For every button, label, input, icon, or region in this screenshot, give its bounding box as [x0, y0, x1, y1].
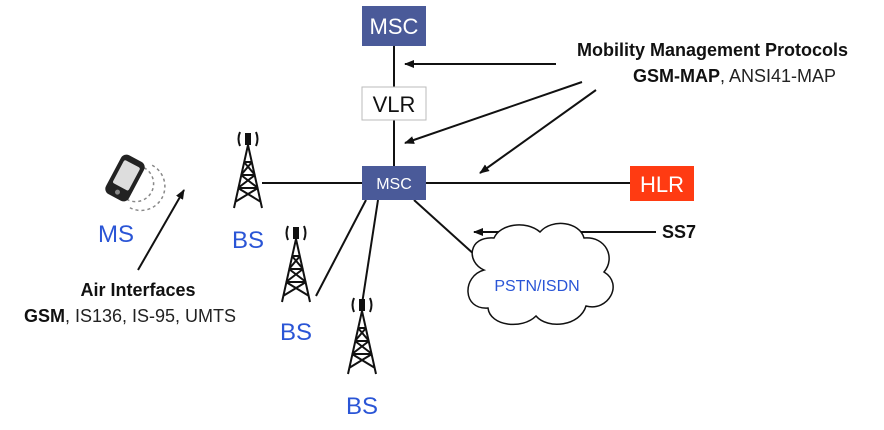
- bs-1-label: BS: [232, 227, 264, 254]
- air-interface-annotation: Air Interfaces GSM, IS136, IS-95, UMTS: [24, 280, 236, 326]
- link-msc-bs2: [315, 199, 367, 297]
- link-msc-pstn: [413, 199, 477, 257]
- mobility-annotation: Mobility Management Protocols GSM-MAP, A…: [577, 40, 848, 86]
- pstn-label: PSTN/ISDN: [494, 278, 579, 295]
- antenna-icon: [233, 131, 263, 209]
- msc-top-label: MSC: [370, 14, 419, 39]
- bs-3-label: BS: [346, 393, 378, 420]
- hlr-label: HLR: [640, 172, 684, 197]
- msc-center-label: MSC: [376, 176, 412, 193]
- mobility-title: Mobility Management Protocols: [577, 40, 848, 60]
- mobility-protocols: GSM-MAP, ANSI41-MAP: [633, 66, 836, 86]
- antenna-icon: [347, 297, 377, 375]
- ms-node: MS: [98, 154, 166, 248]
- vlr-box: [361, 86, 427, 121]
- arrow-air-interface: [137, 189, 185, 271]
- air-rest: , IS136, IS-95, UMTS: [65, 306, 236, 326]
- cloud-shape: [467, 222, 614, 326]
- ss7-label: SS7: [662, 222, 696, 242]
- vlr-node: VLR: [361, 86, 427, 121]
- bs-tower-2: [281, 225, 311, 303]
- vlr-label: VLR: [373, 92, 416, 117]
- connection-lines: [262, 46, 630, 305]
- air-bold: GSM: [24, 306, 65, 326]
- msc-top-node: MSC: [362, 6, 426, 46]
- mobile-phone-icon: [105, 154, 166, 212]
- air-protocols: GSM, IS136, IS-95, UMTS: [24, 306, 236, 326]
- hlr-box: [630, 166, 694, 201]
- mobility-bold: GSM-MAP: [633, 66, 720, 86]
- mobility-rest: , ANSI41-MAP: [720, 66, 836, 86]
- arrow-to-vlr-link: [404, 81, 583, 144]
- msc-top-box: [362, 6, 426, 46]
- air-title: Air Interfaces: [80, 280, 195, 300]
- msc-center-box: [362, 166, 426, 200]
- hlr-node: HLR: [630, 166, 694, 201]
- link-msc-bs3: [361, 199, 379, 305]
- msc-center-node: MSC: [362, 166, 426, 200]
- bs-tower-1: [233, 131, 263, 209]
- pstn-cloud: PSTN/ISDN: [467, 222, 614, 326]
- bs-tower-3: [347, 297, 377, 375]
- antenna-icon: [281, 225, 311, 303]
- ms-label: MS: [98, 221, 134, 248]
- arrow-to-hlr-link: [479, 89, 597, 174]
- bs-2-label: BS: [280, 319, 312, 346]
